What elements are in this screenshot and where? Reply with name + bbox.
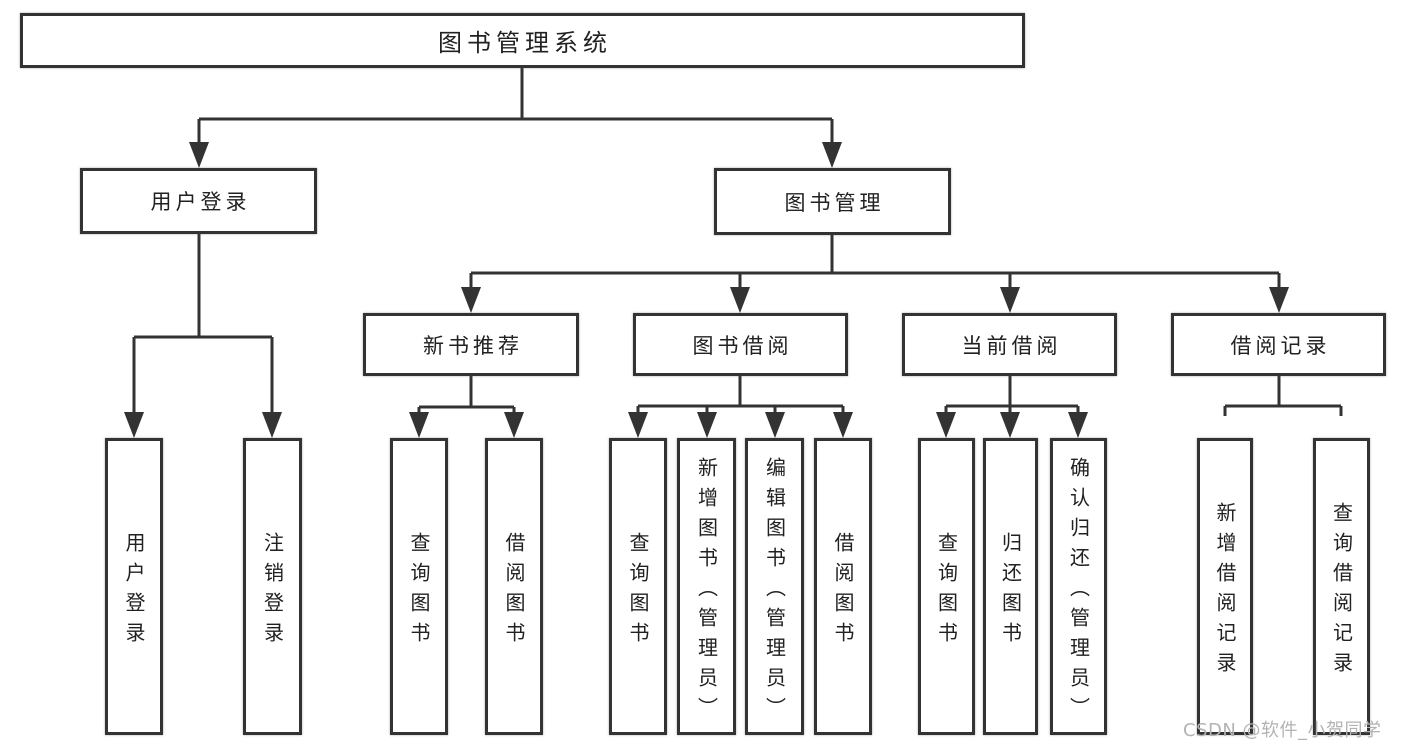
arrow-to-book-management (822, 142, 842, 168)
leaf-cb-query-books-label: 查询图书 (934, 531, 959, 652)
leaf-br-add-record: 新增借阅记录 (1197, 438, 1253, 735)
leaf-bb-edit-book-admin: 编辑图书（管理员） (745, 438, 804, 735)
node-book-borrowing: 图书借阅 (633, 313, 848, 376)
leaf-br-add-record-label: 新增借阅记录 (1213, 501, 1237, 682)
node-root: 图书管理系统 (20, 13, 1025, 68)
node-current-borrowing: 当前借阅 (902, 313, 1117, 376)
leaf-user-login: 用户登录 (105, 438, 163, 735)
connector-path (132, 68, 1343, 416)
leaf-cb-return-books: 归还图书 (983, 438, 1038, 735)
leaf-bb-add-book-admin: 新增图书（管理员） (677, 438, 736, 735)
node-new-book-recommendation: 新书推荐 (363, 313, 579, 376)
arrow-to-leaf-bb-borrow-books (833, 412, 853, 438)
leaf-bb-query-books: 查询图书 (609, 438, 667, 735)
leaf-logout: 注销登录 (243, 438, 302, 735)
arrow-to-borrowing-records (1269, 287, 1289, 313)
arrow-to-current-borrowing (1000, 287, 1020, 313)
arrow-to-leaf-bb-add-book (697, 412, 717, 438)
leaf-bb-edit-book-admin-label: 编辑图书（管理员） (762, 456, 787, 727)
arrow-to-book-borrowing (730, 287, 750, 313)
arrow-to-leaf-bb-query-books (628, 412, 648, 438)
leaf-bb-add-book-admin-label: 新增图书（管理员） (694, 456, 719, 727)
leaf-user-login-label: 用户登录 (122, 531, 146, 652)
leaf-cb-query-books: 查询图书 (918, 438, 975, 735)
leaf-bb-borrow-books-label: 借阅图书 (831, 531, 855, 652)
node-user-login: 用户登录 (80, 168, 317, 234)
leaf-logout-label: 注销登录 (260, 531, 285, 652)
leaf-br-query-record: 查询借阅记录 (1313, 438, 1370, 735)
leaf-bb-borrow-books: 借阅图书 (814, 438, 872, 735)
leaf-nbr-borrow-books-label: 借阅图书 (502, 531, 526, 652)
arrow-to-leaf-logout (262, 412, 282, 438)
leaf-bb-query-books-label: 查询图书 (626, 531, 650, 652)
arrowheads (124, 142, 1289, 438)
leaf-nbr-borrow-books: 借阅图书 (485, 438, 543, 735)
leaf-cb-confirm-return-admin: 确认归还（管理员） (1050, 438, 1107, 735)
arrow-to-user-login (189, 142, 209, 168)
arrow-to-leaf-bb-edit-book (765, 412, 785, 438)
arrow-to-new-book-recommendation (461, 287, 481, 313)
node-borrowing-records: 借阅记录 (1171, 313, 1386, 376)
leaf-br-query-record-label: 查询借阅记录 (1329, 501, 1354, 682)
arrow-to-leaf-cb-query-books (936, 412, 956, 438)
leaf-nbr-query-books: 查询图书 (390, 438, 448, 735)
node-book-management: 图书管理 (714, 168, 951, 235)
arrow-to-leaf-nbr-query-books (409, 412, 429, 438)
csdn-watermark: CSDN @软件_小贺同学 (1183, 720, 1382, 741)
arrow-to-leaf-nbr-borrow-books (504, 412, 524, 438)
arrow-to-leaf-cb-return-books (1000, 412, 1020, 438)
leaf-nbr-query-books-label: 查询图书 (407, 531, 431, 652)
leaf-cb-confirm-return-admin-label: 确认归还（管理员） (1066, 456, 1091, 727)
leaf-cb-return-books-label: 归还图书 (998, 531, 1023, 652)
arrow-to-leaf-user-login (124, 412, 144, 438)
arrow-to-leaf-cb-confirm-return (1068, 412, 1088, 438)
